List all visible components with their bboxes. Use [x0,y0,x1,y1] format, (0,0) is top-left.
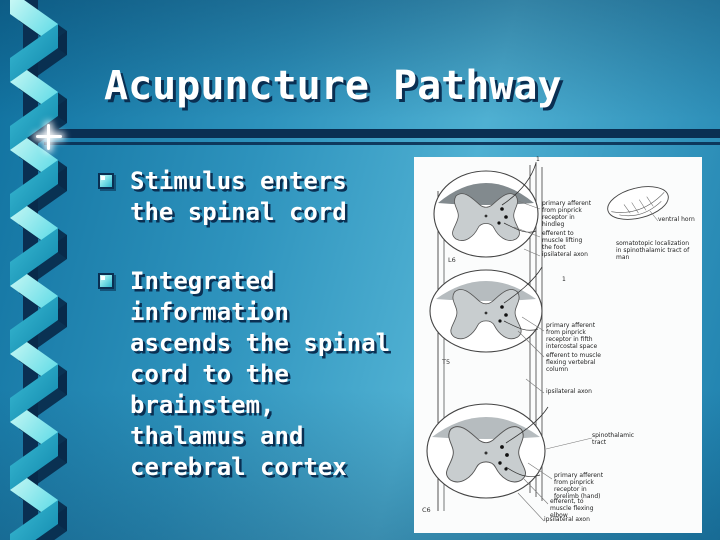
square-bullet-icon [98,273,114,289]
label-ipsilateral-axon-1: ipsilateral axon [542,251,588,258]
sparkle-icon [36,124,62,150]
spinal-cord-diagram [426,162,669,522]
bullet-text-2: Integrated information ascends the spina… [130,267,391,481]
bullet-item-2: Integrated information ascends the spina… [96,266,406,483]
bullet-text-1: Stimulus enters the spinal cord [130,167,347,226]
label-ipsilateral-axon-3: ipsilateral axon [544,516,590,523]
level-label-T5: T5 [442,358,451,366]
label-efferent-elbow: efferent, to muscle flexing elbow [550,498,594,519]
label-ventral-horn: ventral horn [658,216,695,223]
bullet-item-1: Stimulus enters the spinal cord [96,166,406,228]
label-spinothalamic-tract: spinothalamic tract [592,432,635,446]
marker-1a: 1 [536,156,540,163]
label-efferent-vertebral: efferent to muscle flexing vertebral col… [546,352,601,373]
bullet-list: Stimulus enters the spinal cord Integrat… [96,166,406,521]
label-efferent-foot: efferent to muscle lifting the foot [542,230,583,251]
level-label-L6: L6 [448,256,456,264]
title-divider-thin [44,142,720,145]
square-bullet-icon [98,173,114,189]
slide-title: Acupuncture Pathway [104,63,562,109]
marker-1b: 1 [562,276,566,283]
title-divider [44,129,720,138]
level-label-C6: C6 [422,506,431,514]
spinal-pathway-figure: primary afferent from pinprick receptor … [414,156,702,533]
label-somatotopic-caption: somatotopic localization in spinothalami… [616,240,690,261]
label-primary-afferent-forelimb: primary afferent from pinprick receptor … [554,472,604,500]
label-ipsilateral-axon-2: ipsilateral axon [546,388,592,395]
label-primary-afferent-intercostal: primary afferent from pinprick receptor … [546,322,598,350]
zigzag-ribbon-decoration [10,0,67,540]
label-primary-afferent-hindleg: primary afferent from pinprick receptor … [542,200,592,228]
